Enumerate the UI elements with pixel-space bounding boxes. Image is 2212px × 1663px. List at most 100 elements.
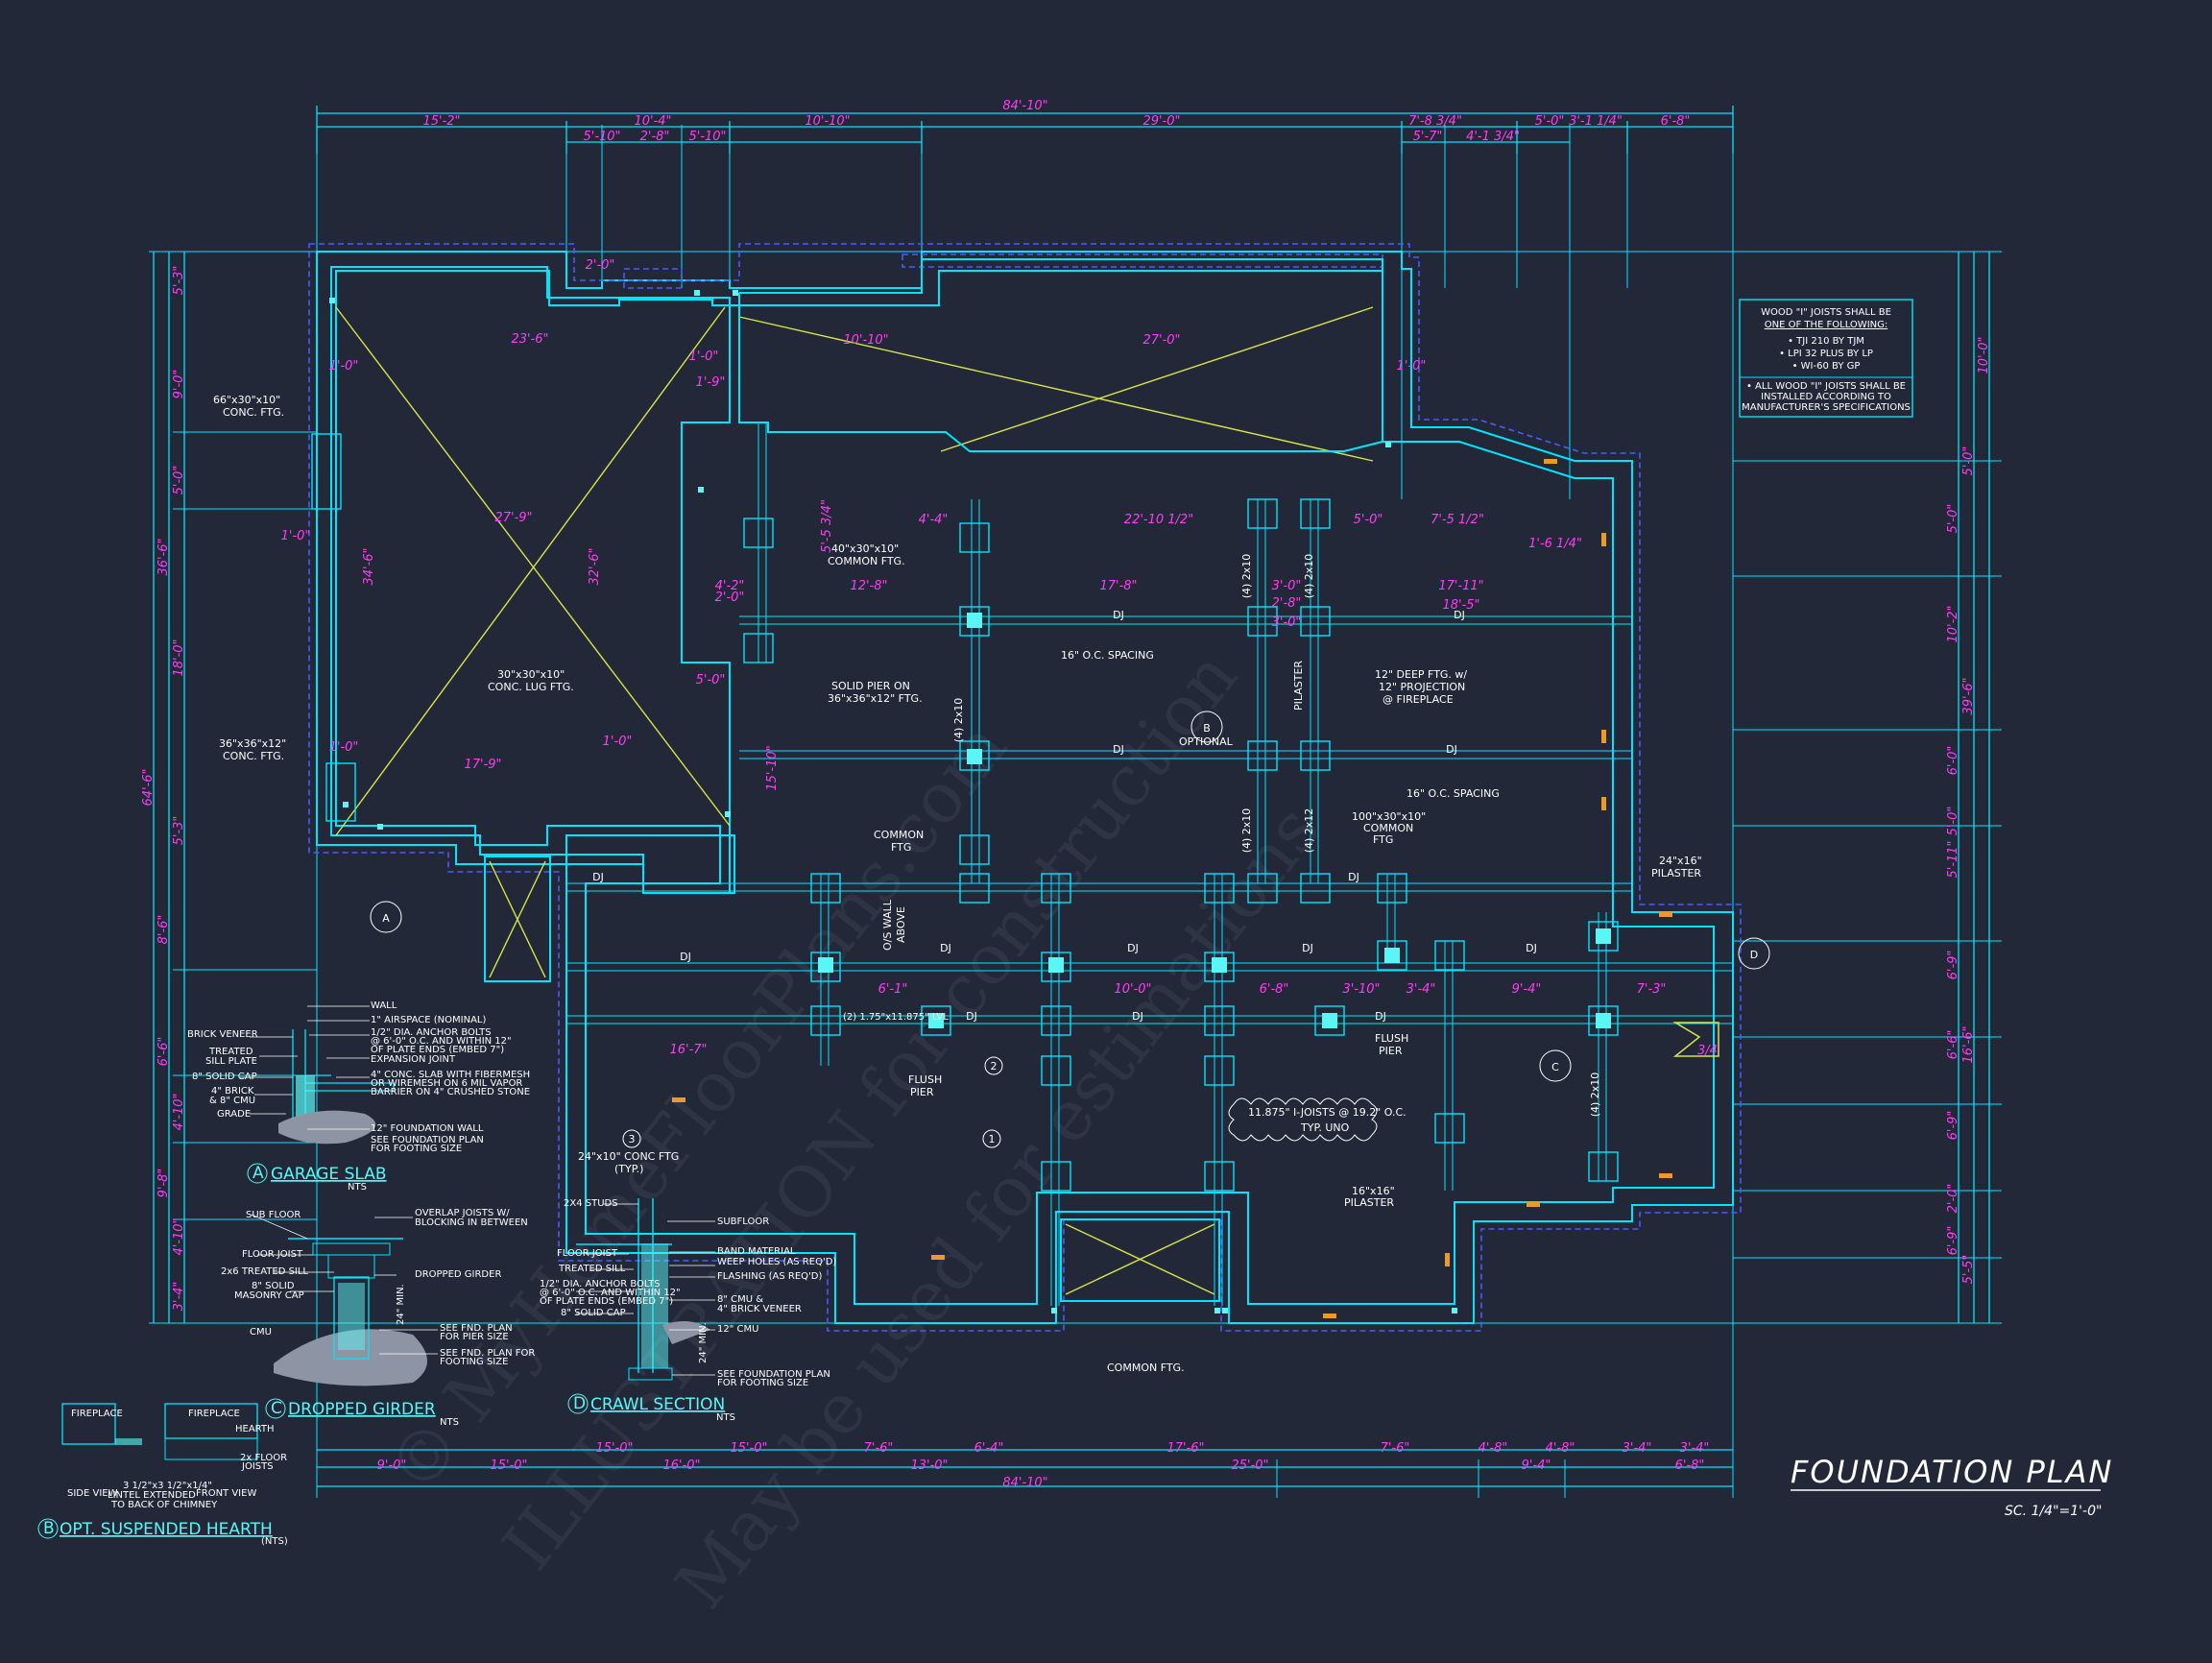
dim-right-14: 6'-9" [1946,1226,1960,1256]
dim-int-6: 1'-0" [329,740,359,755]
garage-slab-area [330,266,731,894]
joist-note-item-2: • LPI 32 PLUS BY LP [1779,349,1873,359]
dim-top-7: 29'-0" [1142,114,1180,129]
dim-int-29: 6'-8" [1260,982,1289,997]
joist-spec-note: WOOD "I" JOISTS SHALL BE ONE OF THE FOLL… [1739,299,1913,418]
dj-label-8: DJ [940,942,951,954]
dim-int-8: 1'-0" [689,349,719,364]
dim-int-18: 17'-8" [1099,579,1137,593]
interior-dimensions: 23'-6" 27'-9" 17'-9" 1'-0" 1'-0" 1'-0" 1… [281,258,1667,1057]
ga-note-r11: SEE FOUNDATION PLAN [371,1135,484,1145]
dg-note-l2: FLOOR JOIST [242,1249,303,1260]
dj-label-11: DJ [1526,942,1537,954]
double-joist-labels: DJ DJ DJ DJ DJ DJ DJ DJ DJ DJ DJ DJ DJ D… [592,554,1601,1118]
label-common-ftg-bottom: COMMON FTG. [1107,1362,1185,1374]
label-joists-note-1: 11.875" I-JOISTS @ 19.2" O.C. [1248,1106,1407,1119]
label-common-ftg-40-1: 40"x30"x10" [831,542,899,555]
ga-note-r1: WALL [371,1000,397,1011]
dim-int-2: 27'-9" [494,511,532,525]
gas-label: 3/4 [1697,1044,1718,1058]
dim-left-12: 3'-4" [172,1282,186,1312]
ga-nts: NTS [348,1182,367,1193]
sh-label-lintel-3: TO BACK OF CHIMNEY [110,1500,218,1510]
dim-left-9: 4'-10" [172,1093,186,1130]
dbl-joist-5: (4) 2x10 [1303,554,1315,599]
dim-top-8: 7'-8 3/4" [1408,114,1462,129]
dg-note-r3: DROPPED GIRDER [415,1269,501,1280]
dim-left-7: 8'-6" [156,915,171,945]
dim-left-3: 5'-0" [172,466,186,495]
label-flush-pier-2b: PIER [1379,1045,1403,1057]
dim-left-4: 36'-6" [156,538,171,575]
dim-int-28: 10'-0" [1114,982,1151,997]
label-conc-ftg-24-1: 24"x10" CONC FTG [578,1150,679,1163]
dg-note-r8: FOOTING SIZE [440,1357,508,1367]
piers [311,433,1619,1192]
dim-right-10: 16'-6" [1961,1025,1976,1063]
dim-int-31: 3'-4" [1407,982,1436,997]
label-spacing-1: 16" O.C. SPACING [1061,649,1154,662]
dim-int-21: 2'-8" [1272,596,1302,611]
label-flush-pier-1b: PIER [910,1086,934,1098]
dim-int-40: 2'-0" [586,258,615,273]
ga-note-r4: @ 6'-0" O.C. AND WITHIN 12" [371,1036,512,1047]
dim-int-30: 3'-10" [1342,982,1380,997]
dim-int-35: 15'-10" [765,745,780,790]
ga-note-l1: BRICK VENEER [187,1029,258,1040]
ga-title: GARAGE SLAB [271,1165,387,1184]
detail-dropped-girder: SUB FLOOR FLOOR JOIST 2x6 TREATED SILL 8… [221,1208,535,1428]
garage-slab-footing [278,1110,376,1145]
ga-note-r5: OF PLATE ENDS (EMBED 7") [371,1045,504,1055]
anchor-bolts [329,290,1457,1314]
dim-int-36: 5'-5 3/4" [820,499,834,553]
cs-note-l3: TREATED SILL [558,1264,626,1274]
label-solid-pier-2: 36"x36"x12" FTG. [828,692,923,705]
callout-labels: 66"x30"x10" CONC. FTG. 30"x30"x10" CONC.… [213,394,1702,1374]
dim-right-8: 5'-11" [1946,840,1960,878]
key-b: B [1203,722,1211,735]
dim-top-overall: 84'-10" [1002,99,1047,113]
sh-label-floor: 2x FLOOR [240,1453,287,1463]
dim-bottom2-5: 17'-6" [1166,1441,1204,1456]
label-flush-pier-2a: FLUSH [1375,1032,1408,1045]
dim-int-13: 22'-10 1/2" [1124,513,1193,527]
ga-note-r10: 12" FOUNDATION WALL [371,1123,484,1134]
dim-int-5: 1'-0" [281,529,311,543]
dim-bottom2-7: 4'-8" [1479,1441,1508,1456]
section-key-texts: A B C D 2 1 3 [382,722,1758,1145]
label-flush-pier-1a: FLUSH [908,1073,942,1086]
sh-label-side-view: SIDE VIEW [67,1488,118,1499]
right-dimension-texts: 10'-0" 5'-0" 5'-0" 10'-2" 39'-6" 6'-0" 5… [1946,336,1991,1284]
cs-note-r7: 12" CMU [717,1324,758,1335]
key-c: C [1551,1061,1559,1073]
dim-int-38: 32'-6" [588,547,602,585]
label-common-ftg-100-3: FTG [1373,833,1393,846]
label-lug-ftg-1: 30"x30"x10" [497,668,565,681]
dim-bottom-6: 9'-4" [1522,1458,1551,1473]
dim-top-3: 5'-10" [583,130,620,144]
key-a: A [382,912,390,925]
dim-bottom2-3: 7'-6" [864,1441,894,1456]
dim-int-20: 18'-5" [1442,598,1479,613]
sh-label-fireplace-1: FIREPLACE [71,1409,123,1419]
label-common-ftg-100-1: 100"x30"x10" [1352,810,1426,823]
cs-note-r4: FLASHING (AS REQ'D) [717,1271,822,1282]
dim-int-3: 17'-9" [464,758,501,772]
label-fireplace-ftg-3: @ FIREPLACE [1382,693,1454,706]
dbl-joist-4: (4) 2x12 [1303,808,1315,854]
dim-left-1: 5'-3" [172,266,186,296]
joist-note-footer-2: INSTALLED ACCORDING TO [1761,392,1891,402]
dg-note-l3: 2x6 TREATED SILL [221,1266,308,1277]
dg-note-l4: 8" SOLID [252,1281,295,1291]
ga-note-l2: TREATED [208,1047,253,1057]
dim-top-10: 4'-1 3/4" [1466,130,1520,144]
dim-bottom-7: 6'-8" [1675,1458,1705,1473]
cs-note-r2: BAND MATERIAL [717,1246,796,1257]
dj-label-7: DJ [680,951,691,963]
cs-note-r10: FOR FOOTING SIZE [717,1378,808,1388]
dim-int-7: 1'-0" [603,735,633,749]
dim-bottom2-9: 3'-4" [1623,1441,1652,1456]
dim-top-11: 5'-0" [1535,114,1565,129]
detail-suspended-hearth: FIREPLACE FIREPLACE HEARTH 2x FLOOR JOIS… [37,1403,288,1547]
